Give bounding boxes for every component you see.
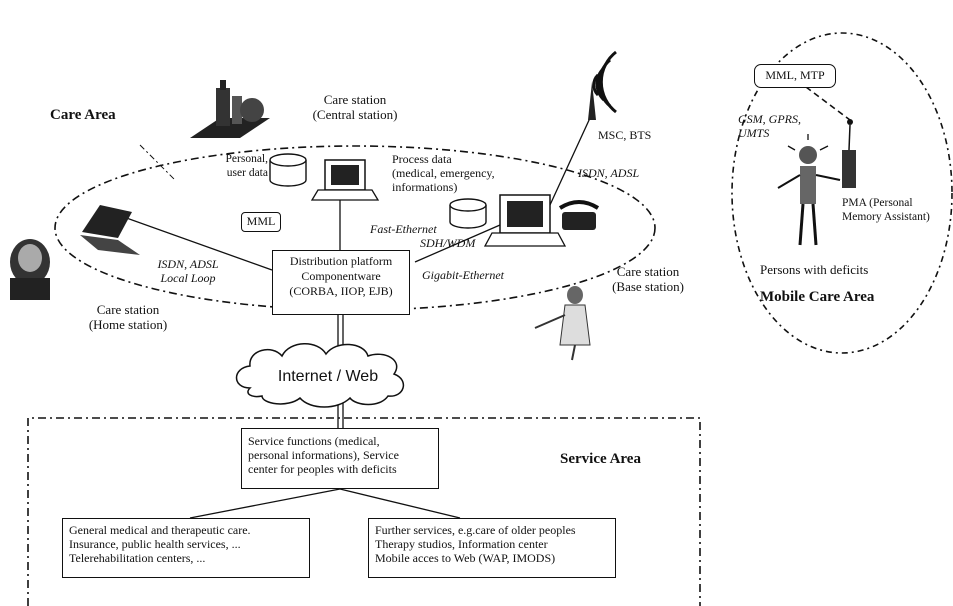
service-functions-box: Service functions (medical, personal inf… <box>241 428 439 489</box>
mobile-care-area-ellipse <box>731 32 953 354</box>
mobile-person-icon <box>777 134 841 246</box>
pma-device-icon <box>842 119 856 188</box>
mobile-care-area-title: Mobile Care Area <box>760 289 875 305</box>
service-area-border <box>27 417 701 606</box>
lab-equipment-icon <box>190 80 270 138</box>
isdn-local-loop-label: ISDN, ADSL Local Loop <box>143 257 233 285</box>
gigabit-ethernet-label: Gigabit-Ethernet <box>422 268 504 282</box>
personal-data-line2: user data <box>226 167 268 179</box>
home-station-line1: Care station <box>96 302 160 317</box>
base-station-line1: Care station <box>616 264 680 279</box>
link-home-platform <box>117 214 273 271</box>
care-area-title: Care Area <box>50 107 116 123</box>
process-data-line1: Process data <box>392 152 452 166</box>
base-computer-icon <box>483 194 567 247</box>
distribution-platform-box: Distribution platform Componentware (COR… <box>272 250 410 315</box>
pma-line1: PMA (Personal <box>842 197 913 209</box>
service-functions-line1: Service functions (medical, <box>248 434 380 448</box>
sdh-wdm-label: SDH/WDM <box>420 236 476 250</box>
link-base-platform <box>414 224 501 263</box>
home-person-icon <box>10 239 50 300</box>
persons-with-deficits-label: Persons with deficits <box>760 262 869 277</box>
central-station-line1: Care station <box>323 92 387 107</box>
central-station-label: Care station (Central station) <box>300 92 410 122</box>
internet-web-label: Internet / Web <box>277 368 379 385</box>
fast-ethernet-label: Fast-Ethernet <box>370 222 437 236</box>
platform-text: Distribution platform Componentware (COR… <box>273 251 409 299</box>
home-laptop-icon <box>80 205 140 255</box>
telephone-icon <box>558 200 600 230</box>
base-station-label: Care station (Base station) <box>598 264 698 294</box>
further-services-box: Further services, e.g.care of older peop… <box>368 518 616 578</box>
internet-cloud <box>235 343 405 408</box>
base-station-line2: (Base station) <box>612 279 684 294</box>
service-functions-line2: personal informations), Service <box>248 448 399 462</box>
platform-line2: Componentware <box>301 269 381 283</box>
mml-label: MML <box>246 214 276 228</box>
link-service-left <box>189 488 341 519</box>
personal-data-label: Personal, user data <box>210 152 268 180</box>
process-data-database-icon <box>449 198 487 229</box>
service-functions-line3: center for peoples with deficits <box>248 462 397 476</box>
process-data-label: Process data (medical, emergency, inform… <box>392 152 495 194</box>
home-station-label: Care station (Home station) <box>68 302 188 332</box>
process-data-line3: informations) <box>392 180 458 194</box>
msc-bts-label: MSC, BTS <box>598 128 652 142</box>
pma-label: PMA (Personal Memory Assistant) <box>842 196 930 224</box>
care-area-pointer <box>139 144 176 181</box>
pma-line2: Memory Assistant) <box>842 211 930 223</box>
further-services-line3: Mobile acces to Web (WAP, IMODS) <box>375 551 556 565</box>
medical-services-box: General medical and therapeutic care. In… <box>62 518 310 578</box>
isdn-local-loop-line1: ISDN, ADSL <box>157 257 219 271</box>
mml-mtp-label: MML, MTP <box>765 68 825 82</box>
personal-data-database-icon <box>269 153 307 187</box>
antenna-icon <box>588 50 617 120</box>
medical-services-line2: Insurance, public health services, ... <box>69 537 241 551</box>
platform-line1: Distribution platform <box>289 254 393 268</box>
medical-services-line3: Telerehabilitation centers, ... <box>69 551 206 565</box>
service-area-title: Service Area <box>560 451 641 467</box>
home-station-line2: (Home station) <box>88 317 168 332</box>
mobile-networks-label: GSM, GPRS, UMTS <box>738 112 801 140</box>
further-services-line2: Therapy studios, Information center <box>375 537 548 551</box>
link-service-right <box>339 488 461 519</box>
medical-services-line1: General medical and therapeutic care. <box>69 523 251 537</box>
isdn-adsl-top-label: ISDN, ADSL <box>578 166 640 180</box>
mobile-networks-line1: GSM, GPRS, <box>738 112 801 126</box>
nurse-icon <box>534 286 591 361</box>
medical-services-text: General medical and therapeutic care. In… <box>63 519 309 569</box>
central-station-line2: (Central station) <box>312 107 398 122</box>
process-data-line2: (medical, emergency, <box>392 166 495 180</box>
mml-box: MML <box>241 212 281 232</box>
isdn-local-loop-line2: Local Loop <box>160 271 216 285</box>
central-computer-icon <box>310 159 380 201</box>
platform-line3: (CORBA, IIOP, EJB) <box>289 284 393 298</box>
personal-data-line1: Personal, <box>225 153 268 165</box>
mml-mtp-box: MML, MTP <box>754 64 836 88</box>
further-services-text: Further services, e.g.care of older peop… <box>369 519 615 569</box>
further-services-line1: Further services, e.g.care of older peop… <box>375 523 576 537</box>
link-base-antenna <box>549 117 591 206</box>
service-functions-text: Service functions (medical, personal inf… <box>242 429 438 480</box>
mobile-networks-line2: UMTS <box>738 126 770 140</box>
